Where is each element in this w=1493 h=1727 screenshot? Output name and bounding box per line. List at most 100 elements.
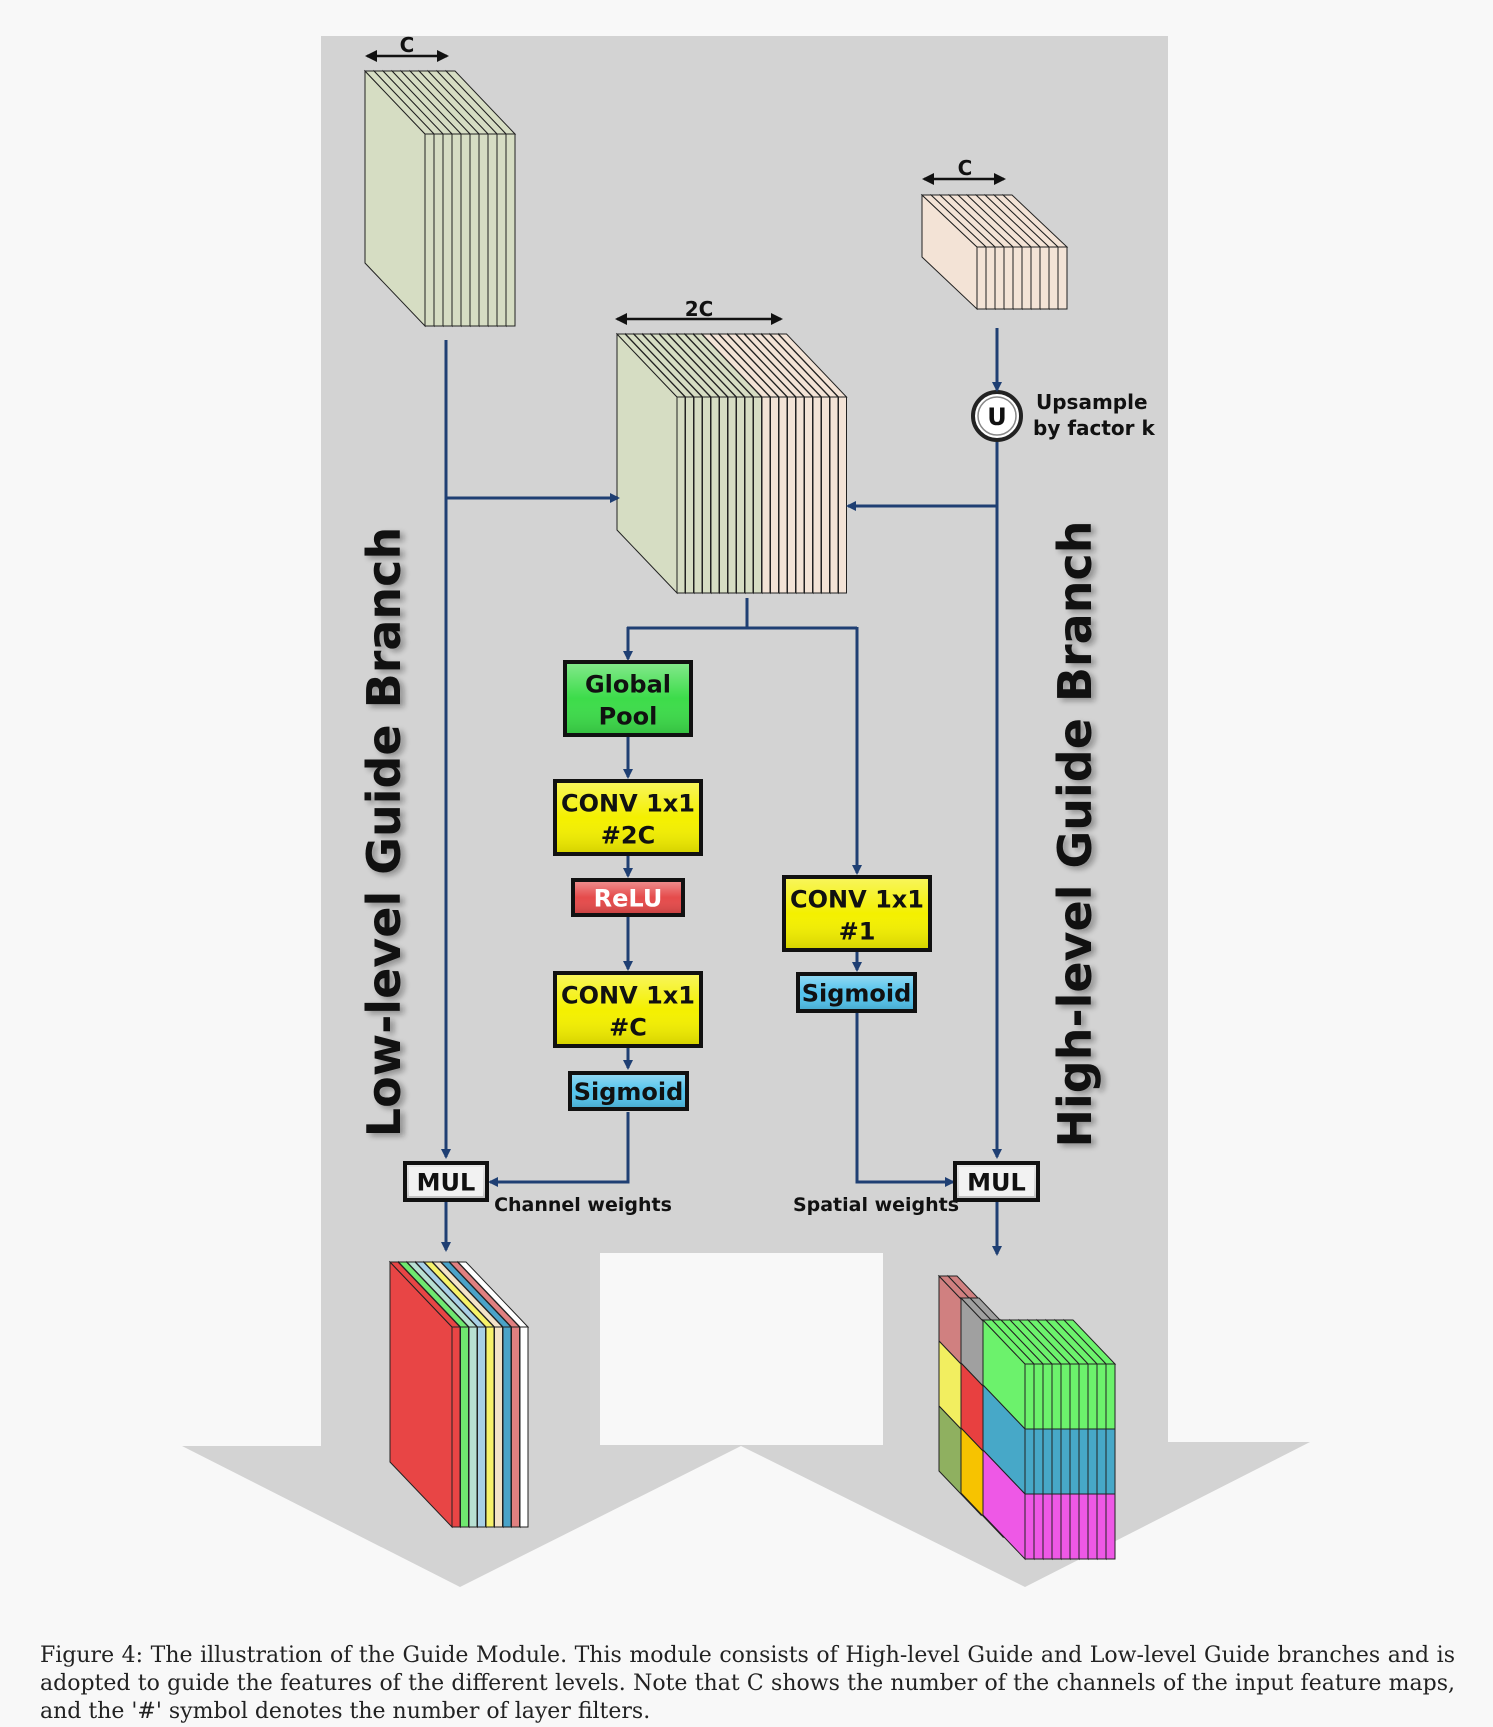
mul_left-label: MUL	[417, 1169, 476, 1197]
out-right-front-2-9-1	[1105, 1428, 1116, 1495]
out-right-front-2-1-0	[1033, 1363, 1044, 1430]
out-right-front-2-2-1	[1042, 1428, 1053, 1495]
out-right-front-2-5-1	[1069, 1428, 1080, 1495]
high-level-feature-map	[920, 193, 1069, 311]
high-slab-front-5	[1021, 246, 1032, 310]
out-left-slab-front-4	[485, 1326, 495, 1528]
guide-module-diagram: C C 2C U Upsample by factor k	[182, 33, 1310, 1587]
out-right-front-2-4-1	[1060, 1428, 1071, 1495]
low-slab-front-8	[496, 133, 507, 327]
concat-slab-front-14	[795, 396, 805, 594]
conv_1-label-line1: CONV 1x1	[790, 886, 924, 914]
out-right-front-2-7-0	[1087, 1363, 1098, 1430]
concat-slab-front-11	[770, 396, 779, 594]
low-slab-front-1	[433, 133, 444, 327]
low-slab-front-2	[442, 133, 453, 327]
concat-slab-front-7	[736, 396, 745, 594]
out-right-front-2-7-1	[1087, 1428, 1098, 1495]
relu-box: ReLU	[571, 878, 685, 917]
conv_1-gloss	[786, 879, 928, 948]
high-slab-front-2	[994, 246, 1005, 310]
out-right-front-2-2-0	[1042, 1363, 1053, 1430]
relu-label: ReLU	[594, 885, 663, 913]
concat-slab-front-3	[702, 396, 711, 594]
out-right-top-2-0	[981, 1319, 1036, 1365]
mul-left-box: MUL	[403, 1161, 489, 1202]
c-label-right: C	[958, 156, 973, 180]
out-right-front-2-0-1	[1024, 1428, 1035, 1495]
low-slab-front-5	[469, 133, 480, 327]
spatial-weights-label: Spatial weights	[793, 1194, 959, 1216]
conv_c-label-line2: #C	[609, 1014, 647, 1042]
high-branch-shadow: High-level Guide Branch	[1052, 524, 1106, 1151]
low-branch-shadow: Low-level Guide Branch	[361, 530, 415, 1140]
out-right-front-2-8-2	[1096, 1493, 1107, 1560]
low-level-feature-map	[363, 69, 517, 328]
sigmoid-right-box: Sigmoid	[796, 972, 917, 1013]
concat-slab-front-0	[676, 396, 686, 594]
out-right-front-2-6-0	[1078, 1363, 1089, 1430]
out-right-front-2-9-2	[1105, 1493, 1116, 1560]
out-right-front-2-5-0	[1069, 1363, 1080, 1430]
spatially-weighted-output	[937, 1274, 1117, 1561]
two-c-label: 2C	[685, 297, 714, 321]
concat-slab-front-12	[778, 396, 788, 594]
high-slab-front-1	[985, 246, 996, 310]
c-label-left: C	[400, 33, 415, 57]
low-branch-label: Low-level Guide Branch	[357, 527, 411, 1137]
out-left-slab-front-7	[511, 1326, 520, 1528]
conv_c-label-line1: CONV 1x1	[561, 982, 695, 1010]
sigmoid_right-label: Sigmoid	[802, 980, 912, 1008]
concat-slab-front-6	[727, 396, 737, 594]
out-right-front-2-4-0	[1060, 1363, 1071, 1430]
high-slab-front-0	[976, 246, 987, 310]
conv_2c-gloss	[557, 783, 699, 852]
out-right-front-2-9-0	[1105, 1363, 1116, 1430]
mul_right-label: MUL	[967, 1169, 1026, 1197]
concat-slab-front-4	[710, 396, 720, 594]
high-slab-front-9	[1057, 246, 1068, 310]
upsample-label-line2: by factor k	[1033, 416, 1155, 440]
out-right-front-2-5-2	[1069, 1493, 1080, 1560]
concat-slab-front-16	[812, 396, 822, 594]
two-c-dimension: 2C	[615, 297, 783, 325]
conv-c-box: CONV 1x1 #C	[553, 971, 703, 1048]
high-slab-front-3	[1003, 246, 1014, 310]
out-right-front-2-0-2	[1024, 1493, 1035, 1560]
concat-slab-front-1	[685, 396, 694, 594]
concat-slab-front-10	[761, 396, 771, 594]
out-right-front-2-8-1	[1096, 1428, 1107, 1495]
high-branch-label: High-level Guide Branch	[1048, 521, 1102, 1148]
high-slab-front-4	[1012, 246, 1023, 310]
conv_1-label-line2: #1	[839, 918, 876, 946]
c-dimension-right: C	[922, 156, 1006, 185]
conv-2c-box: CONV 1x1 #2C	[553, 779, 703, 856]
sigmoid_left-label: Sigmoid	[574, 1078, 684, 1106]
sigmoid_right-gloss	[800, 976, 913, 1009]
out-left-slab-front-5	[494, 1326, 503, 1528]
out-left-slab-front-8	[519, 1326, 529, 1528]
global_pool-label-line1: Global	[585, 671, 671, 699]
out-right-front-2-2-2	[1042, 1493, 1053, 1560]
figure-caption: Figure 4: The illustration of the Guide …	[40, 1643, 1455, 1724]
upsample-symbol: U	[987, 403, 1007, 431]
conv_2c-label-line1: CONV 1x1	[561, 790, 695, 818]
c-dimension-left: C	[365, 33, 449, 62]
upsample-label-line1: Upsample	[1036, 390, 1148, 414]
out-right-front-2-1-1	[1033, 1428, 1044, 1495]
conv_2c-label-line2: #2C	[601, 822, 655, 850]
out-right-front-2-3-0	[1051, 1363, 1062, 1430]
high-slab-front-6	[1030, 246, 1041, 310]
concat-slab-front-17	[821, 396, 830, 594]
global_pool-label-line2: Pool	[599, 703, 658, 731]
out-left-slab-front-6	[502, 1326, 512, 1528]
high-slab-front-7	[1039, 246, 1050, 310]
concat-slab-front-2	[693, 396, 703, 594]
global_pool-gloss	[567, 664, 689, 733]
mul-right-box: MUL	[953, 1161, 1040, 1202]
concat-slab-front-18	[829, 396, 839, 594]
out-right-front-2-0-0	[1024, 1363, 1035, 1430]
low-branch-title: Low-level Guide Branch Low-level Guide B…	[357, 527, 415, 1140]
background-arrows	[182, 36, 1310, 1587]
